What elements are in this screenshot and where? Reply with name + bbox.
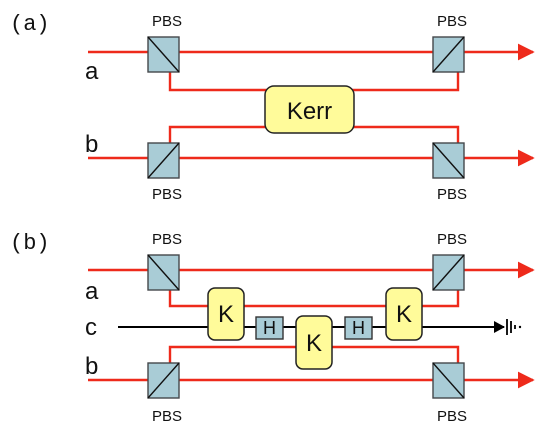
- pbs-cube: [147, 254, 180, 291]
- mode-label-b: b: [85, 131, 98, 158]
- pbs-cube: [432, 36, 465, 73]
- pbs-cube: [147, 142, 180, 179]
- pbs-label: PBS: [152, 231, 182, 248]
- beam-a-lower-path: [168, 288, 460, 308]
- panel-a-tag: (a): [10, 12, 50, 37]
- kerr-gate: K: [385, 287, 423, 341]
- pbs-cube: [432, 142, 465, 179]
- pbs-cube: [147, 36, 180, 73]
- mode-label-b: b: [85, 353, 98, 380]
- hadamard-label: H: [263, 318, 276, 338]
- pbs-label: PBS: [437, 408, 467, 425]
- kerr-medium: Kerr: [264, 85, 355, 134]
- pbs-cube: [432, 362, 465, 399]
- pbs-label: PBS: [437, 231, 467, 248]
- mode-label-a: a: [85, 278, 99, 305]
- kerr-gate-label: K: [396, 301, 412, 328]
- pbs-cube: [432, 254, 465, 291]
- pbs-label: PBS: [437, 186, 467, 203]
- mode-label-a: a: [85, 58, 99, 85]
- kerr-gate: K: [207, 287, 245, 341]
- kerr-gate-label: K: [218, 301, 234, 328]
- panel-b-tag: (b): [10, 231, 50, 256]
- arrowhead-icon: [494, 321, 505, 333]
- hadamard-gate: H: [344, 316, 373, 340]
- pbs-cube: [147, 362, 180, 399]
- panel-b: (b): [10, 231, 535, 425]
- pbs-label: PBS: [152, 186, 182, 203]
- mode-label-c: c: [85, 314, 97, 341]
- pbs-label: PBS: [152, 408, 182, 425]
- kerr-gate-label: K: [306, 330, 322, 357]
- kerr-label: Kerr: [287, 98, 332, 125]
- hadamard-gate: H: [255, 316, 284, 340]
- pbs-label: PBS: [437, 13, 467, 30]
- kerr-gate: K: [295, 315, 333, 370]
- ground-detector-icon: [506, 319, 522, 335]
- pbs-label: PBS: [152, 13, 182, 30]
- hadamard-label: H: [352, 318, 365, 338]
- panel-a: (a) Kerr PBS: [10, 12, 535, 203]
